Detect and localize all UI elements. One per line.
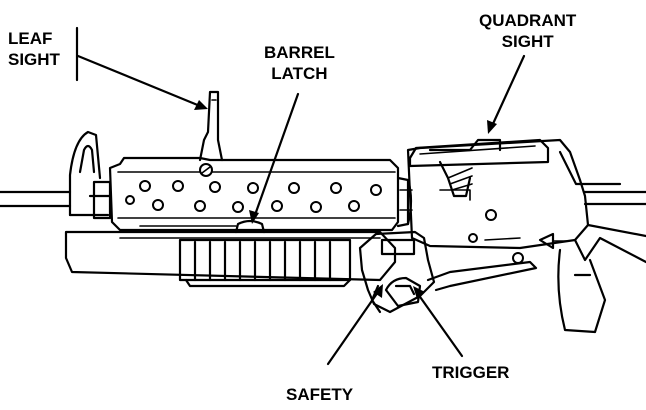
rifle-barrel — [0, 190, 72, 208]
barrel-latch-label-line1: BARREL — [264, 43, 335, 62]
leader-trigger — [413, 286, 464, 358]
leader-safety — [326, 284, 383, 366]
front-sight — [68, 130, 112, 220]
handguard — [108, 156, 400, 232]
quadrant-sight-label-line1: QUADRANT — [479, 11, 577, 30]
rifle-stock — [557, 223, 646, 334]
leaf-sight-label-line2: SIGHT — [8, 50, 60, 69]
barrel-latch-label-line2: LATCH — [271, 64, 328, 83]
barrel-latch — [139, 219, 266, 234]
leaf-sight-label: LEAF SIGHT — [8, 28, 60, 70]
trigger-label: TRIGGER — [432, 362, 509, 383]
launcher-grip-ribs — [178, 238, 352, 288]
quadrant-sight-label: QUADRANT SIGHT — [479, 10, 576, 52]
leader-quadrant-sight — [487, 54, 526, 134]
trigger-label-text: TRIGGER — [432, 363, 510, 382]
leaf-sight — [198, 90, 224, 162]
quadrant-sight — [408, 138, 550, 198]
barrel-latch-label: BARREL LATCH — [264, 42, 335, 84]
leader-leaf-sight — [75, 26, 208, 110]
rifle-receiver — [406, 138, 646, 264]
safety-label: SAFETY — [286, 384, 353, 405]
leaf-sight-label-line1: LEAF — [8, 29, 53, 48]
quadrant-sight-label-line2: SIGHT — [501, 32, 554, 51]
handguard-vent-holes — [125, 180, 382, 213]
leader-barrel-latch — [249, 92, 300, 224]
safety-label-text: SAFETY — [286, 385, 354, 404]
